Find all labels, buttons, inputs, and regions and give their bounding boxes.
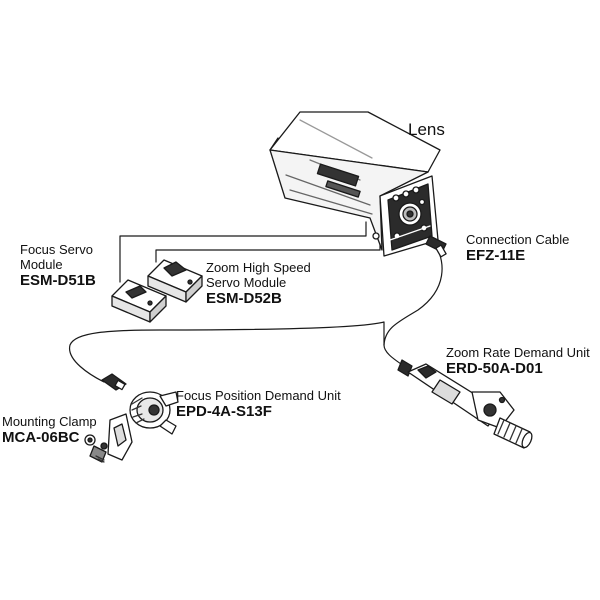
zoom-demand-name: Zoom Rate Demand Unit	[446, 345, 590, 360]
focus-servo-label: Focus Servo Module ESM-D51B	[20, 242, 96, 289]
connection-cable-code: EFZ-11E	[466, 247, 526, 264]
mounting-clamp-name: Mounting Clamp	[2, 414, 97, 429]
cable-lines	[69, 221, 443, 383]
zoom-demand-label: Zoom Rate Demand Unit ERD-50A-D01	[446, 345, 590, 377]
zoom-servo-name-line1: Zoom High Speed	[206, 260, 311, 275]
focus-demand-connector	[101, 373, 127, 391]
mounting-clamp-label: Mounting Clamp MCA-06BC	[2, 414, 97, 446]
zoom-demand-unit-shape	[397, 359, 533, 449]
connection-cable-label: Connection Cable EFZ-11E	[466, 232, 569, 264]
connection-cable-connector	[425, 235, 447, 258]
zoom-servo-code: ESM-D52B	[206, 290, 282, 307]
lens-label: Lens	[408, 120, 445, 139]
focus-demand-code: EPD-4A-S13F	[176, 403, 272, 420]
focus-servo-code: ESM-D51B	[20, 272, 96, 289]
zoom-demand-code: ERD-50A-D01	[446, 360, 543, 377]
zoom-servo-label: Zoom High Speed Servo Module ESM-D52B	[206, 260, 311, 307]
lens-unit	[269, 111, 441, 257]
mounting-clamp-shape	[84, 413, 133, 463]
focus-servo-name-line2: Module	[20, 257, 63, 272]
connection-cable-name: Connection Cable	[466, 232, 570, 247]
focus-demand-name: Focus Position Demand Unit	[176, 388, 341, 403]
focus-demand-label: Focus Position Demand Unit EPD-4A-S13F	[176, 388, 341, 420]
zoom-servo-name-line2: Servo Module	[206, 275, 287, 290]
focus-demand-unit-shape	[129, 391, 179, 435]
focus-servo-module-shape	[111, 279, 167, 323]
focus-servo-name-line1: Focus Servo	[20, 242, 93, 257]
zoom-servo-module-shape	[147, 259, 203, 303]
mounting-clamp-code: MCA-06BC	[2, 429, 80, 446]
